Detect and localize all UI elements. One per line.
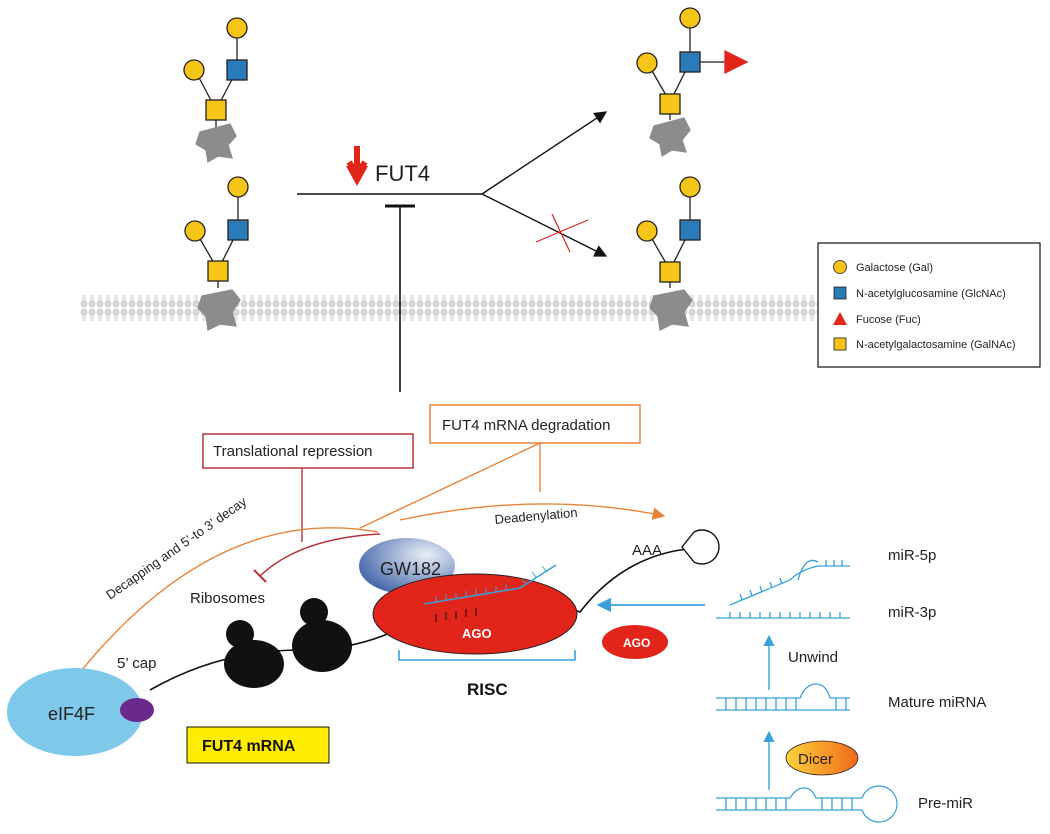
galnac-icon: [833, 337, 847, 351]
ago-label: AGO: [462, 626, 492, 641]
legend-box: [817, 242, 1041, 368]
cell-membrane: [80, 293, 830, 321]
protein-icon: [649, 289, 693, 331]
mir3p-label: miR-3p: [888, 604, 936, 621]
pre-mir-label: Pre-miR: [918, 795, 973, 812]
repression-label: Translational repression: [213, 443, 373, 460]
exonuclease-pacman-icon: [681, 529, 720, 565]
legend-glcnac: N-acetylglucosamine (GlcNAc): [856, 288, 1006, 300]
cap-icon: [120, 698, 154, 722]
galactose-icon: [226, 17, 248, 39]
legend-fucose: Fucose (Fuc): [856, 314, 921, 326]
galactose-icon: [833, 260, 847, 274]
mirna-ticks: [435, 565, 547, 602]
repression-curve: [259, 533, 381, 577]
down-arrow-head-icon: [346, 166, 368, 186]
galnac-icon: [659, 261, 681, 283]
glycan-top-left: [183, 17, 248, 164]
gw182-label: GW182: [380, 559, 441, 579]
degradation-box: [429, 404, 641, 444]
free-ago-label: AGO: [623, 636, 650, 650]
glcnac-icon: [679, 219, 701, 241]
protein-icon: [197, 289, 241, 331]
free-ago-protein: [602, 625, 668, 659]
fucose-icon: [724, 49, 749, 75]
mir-5p-strand: [729, 559, 850, 606]
cross-icon: [551, 213, 571, 253]
mir-3p-strand: [716, 612, 850, 619]
ribosome: [224, 620, 284, 688]
ago-protein: [372, 573, 578, 655]
ribosomes-label: Ribosomes: [190, 590, 265, 607]
glycan-bottom-right: [636, 176, 701, 331]
glcnac-icon: [227, 219, 249, 241]
mir5p-label: miR-5p: [888, 547, 936, 564]
decapping-label: Decapping and 5’-to 3’ decay: [103, 494, 250, 603]
cap-label: 5’ cap: [117, 655, 156, 672]
repression-bar: [253, 569, 267, 583]
target-pairing-ticks: [435, 608, 477, 622]
glcnac-icon: [833, 286, 847, 300]
repression-box: [202, 433, 414, 469]
pre-mir-hairpin: [716, 785, 898, 823]
poly-a-label: AAA: [632, 542, 662, 559]
mrna-label: FUT4 mRNA: [202, 738, 296, 755]
legend-galactose: Galactose (Gal): [856, 262, 933, 274]
risc-label: RISC: [467, 680, 508, 699]
mature-mirna-label: Mature miRNA: [888, 694, 986, 711]
decay-curve: [49, 527, 379, 713]
galactose-icon: [184, 220, 206, 242]
glcnac-icon: [226, 59, 248, 81]
degradation-label: FUT4 mRNA degradation: [442, 417, 610, 434]
glycan-top-right: [636, 7, 749, 158]
galactose-icon: [227, 176, 249, 198]
galnac-icon: [205, 99, 227, 121]
galactose-icon: [679, 176, 701, 198]
dicer-label: Dicer: [798, 751, 833, 768]
mrna-label-box: [186, 726, 330, 764]
fut4-label: FUT4: [375, 161, 430, 186]
eif4f-label: eIF4F: [48, 704, 95, 724]
mature-mirna-duplex: [716, 683, 850, 711]
legend: Galactose (Gal) N-acetylglucosamine (Glc…: [817, 242, 1041, 368]
dicer-enzyme: [785, 740, 859, 776]
protein-icon: [195, 123, 237, 164]
eif4f-complex: [7, 668, 143, 756]
protein-icon: [649, 117, 691, 158]
legend-galnac: N-acetylgalactosamine (GalNAc): [856, 339, 1016, 351]
galactose-icon: [679, 7, 701, 29]
unwind-label: Unwind: [788, 649, 838, 666]
galnac-icon: [659, 93, 681, 115]
glycan-bottom-left: [184, 176, 249, 331]
blocked-arrow: [481, 193, 608, 257]
cross-icon: [535, 219, 589, 243]
galactose-icon: [636, 52, 658, 74]
galactose-icon: [183, 59, 205, 81]
galnac-icon: [207, 260, 229, 282]
galactose-icon: [636, 220, 658, 242]
risc-bracket: [398, 650, 576, 661]
fucose-icon: [833, 312, 847, 325]
glcnac-icon: [679, 51, 701, 73]
ribosome: [292, 598, 352, 672]
degradation-branch: [359, 442, 541, 529]
fucosylation-arrow: [481, 111, 608, 195]
deadenylation-label: Deadenylation: [494, 505, 578, 527]
deadenylation-arrow: [399, 503, 666, 521]
